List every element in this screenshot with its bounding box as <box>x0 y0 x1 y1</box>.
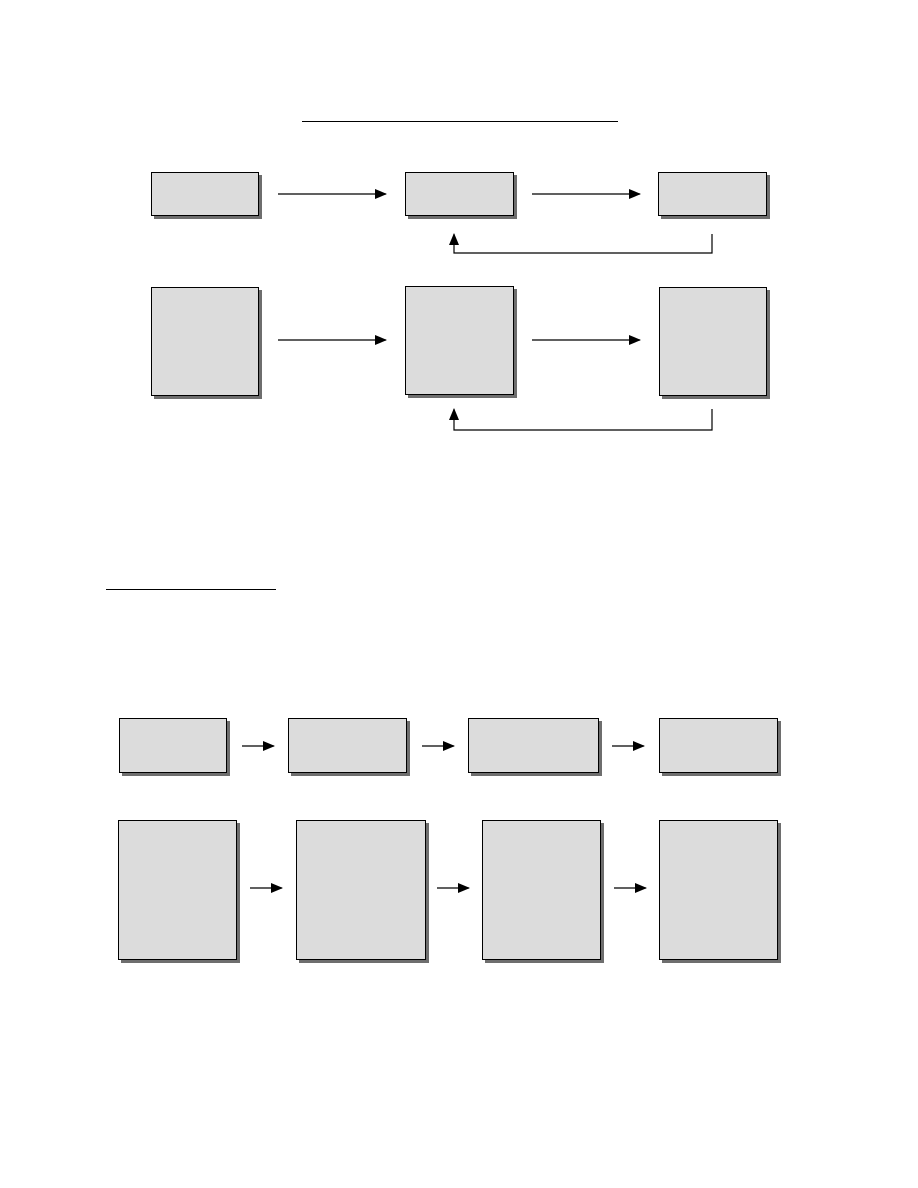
bottom-heading-underline <box>106 589 276 590</box>
bottom-row2-box-3 <box>482 820 601 960</box>
bottom-row2-box-4 <box>659 820 778 960</box>
top-row1-box-1 <box>151 172 259 216</box>
top-row1-feedback-arrow <box>449 233 713 254</box>
bottom-row1-box-2 <box>288 718 407 773</box>
bottom-row2-box-2 <box>296 820 426 960</box>
top-row1-box-2 <box>405 172 514 216</box>
top-title-underline <box>302 121 618 122</box>
top-row2-box-1 <box>151 287 259 396</box>
bottom-row1-box-1 <box>119 718 227 773</box>
top-row2-feedback-arrow <box>449 408 713 431</box>
bottom-row1-box-4 <box>659 718 778 773</box>
top-row2-box-2 <box>405 286 514 395</box>
top-row1-box-3 <box>658 172 767 216</box>
bottom-row1-box-3 <box>468 718 599 773</box>
top-row2-box-3 <box>659 287 767 396</box>
bottom-row2-box-1 <box>118 820 237 960</box>
